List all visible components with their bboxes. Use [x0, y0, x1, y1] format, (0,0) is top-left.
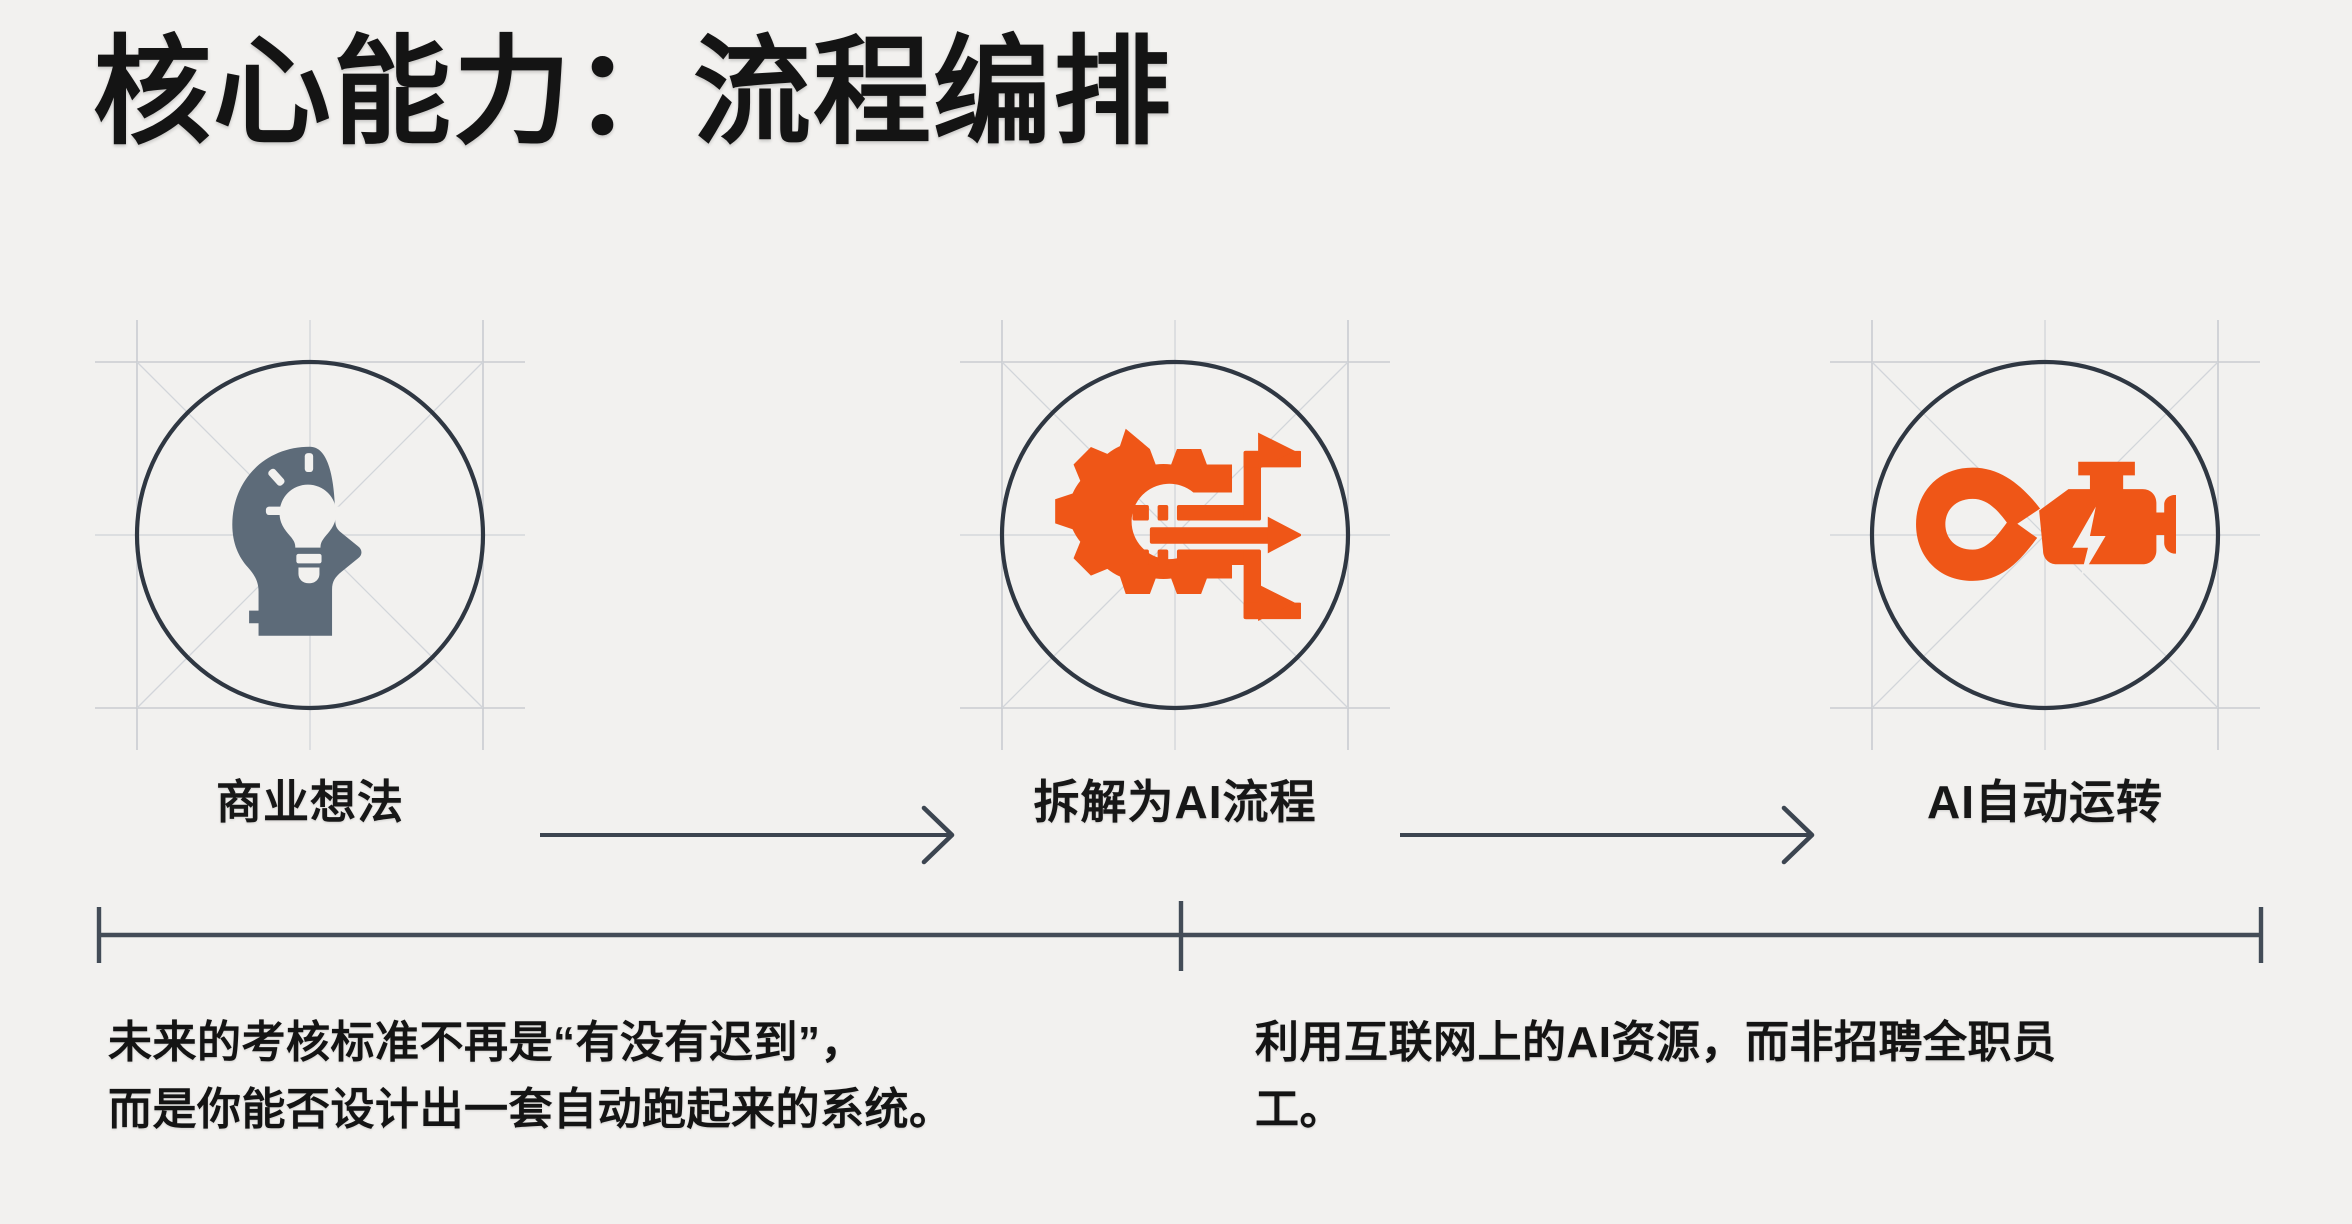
construction-grid-icon — [940, 300, 1410, 770]
caption-left: 未来的考核标准不再是“有没有迟到”， 而是你能否设计出一套自动跑起来的系统。 — [108, 1010, 1198, 1144]
caption-left-line2: 而是你能否设计出一套自动跑起来的系统。 — [108, 1084, 954, 1134]
flow-diagram: 商业想法 — [0, 300, 2352, 865]
caption-right-line1: 利用互联网上的AI资源，而非招聘全职员 — [1255, 1018, 2057, 1067]
caption-left-line1: 未来的考核标准不再是“有没有迟到”， — [108, 1018, 865, 1067]
flow-step-label: 商业想法 — [216, 776, 404, 828]
arrow-right-icon — [1400, 800, 1820, 870]
infinity-engine-bolt-icon — [1810, 300, 2280, 770]
flow-step-idea[interactable]: 商业想法 — [75, 300, 545, 828]
gear-branching-arrows-icon — [940, 300, 1410, 770]
caption-right-line2: 工。 — [1255, 1084, 1344, 1134]
flow-step-label: AI自动运转 — [1927, 776, 2163, 828]
page-title: 核心能力：流程编排 — [93, 27, 1174, 159]
head-lightbulb-icon — [75, 300, 545, 770]
flow-step-decompose[interactable]: 拆解为AI流程 — [940, 300, 1410, 828]
arrow-right-icon — [540, 800, 960, 870]
flow-step-label: 拆解为AI流程 — [1033, 776, 1317, 828]
caption-right: 利用互联网上的AI资源，而非招聘全职员 工。 — [1255, 1010, 2275, 1144]
flow-step-autorun[interactable]: AI自动运转 — [1810, 300, 2280, 828]
bracket-rule-icon — [95, 895, 2265, 975]
